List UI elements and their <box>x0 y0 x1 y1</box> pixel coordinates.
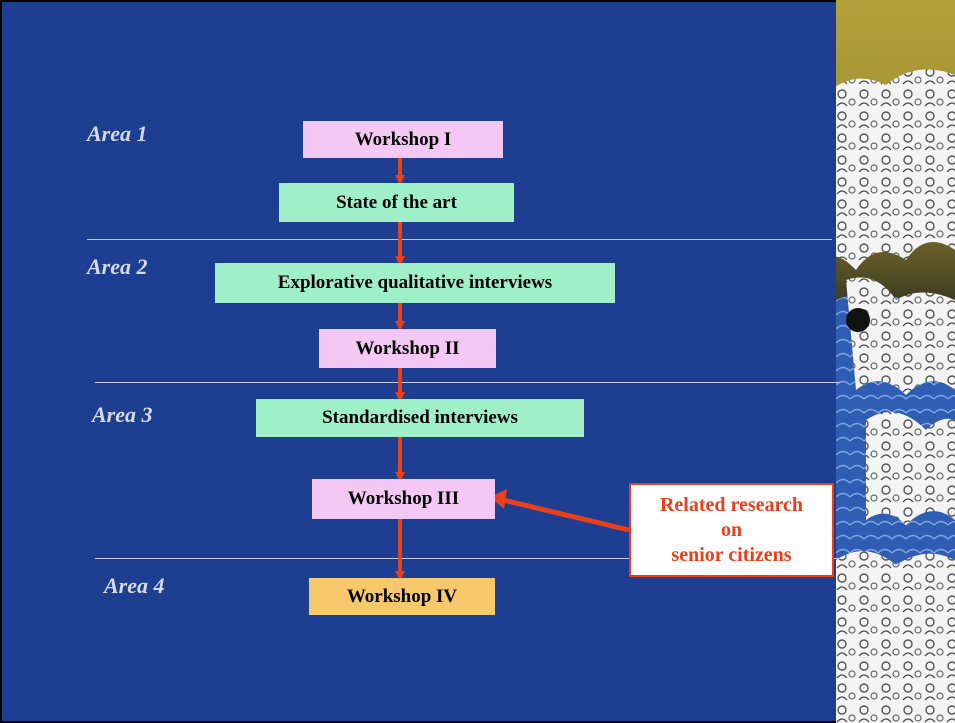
area-divider-1 <box>87 239 832 240</box>
wave-artwork <box>836 0 955 723</box>
arrow-related-head <box>490 489 507 509</box>
area-label-3: Area 3 <box>92 402 153 427</box>
area-divider-3 <box>95 558 840 559</box>
step-workshop-4: Workshop IV <box>309 578 495 615</box>
step-standardised-interviews: Standardised interviews <box>256 399 584 437</box>
area-label-4: Area 4 <box>104 573 165 598</box>
step-workshop-2: Workshop II <box>319 329 496 368</box>
area-label-2: Area 2 <box>87 254 148 279</box>
related-line-3: senior citizens <box>671 543 792 566</box>
wave-decoration <box>836 0 955 723</box>
area-divider-2 <box>95 382 840 383</box>
step-state-of-the-art: State of the art <box>279 183 514 222</box>
step-workshop-1: Workshop I <box>303 121 503 158</box>
arrow-related <box>502 497 630 533</box>
related-research-box: Related research on senior citizens <box>629 483 834 577</box>
related-line-1: Related research <box>659 493 804 516</box>
step-explorative-interviews: Explorative qualitative interviews <box>215 263 615 303</box>
area-label-1: Area 1 <box>87 121 148 146</box>
related-line-2: on <box>720 518 743 541</box>
step-workshop-3: Workshop III <box>312 479 495 519</box>
